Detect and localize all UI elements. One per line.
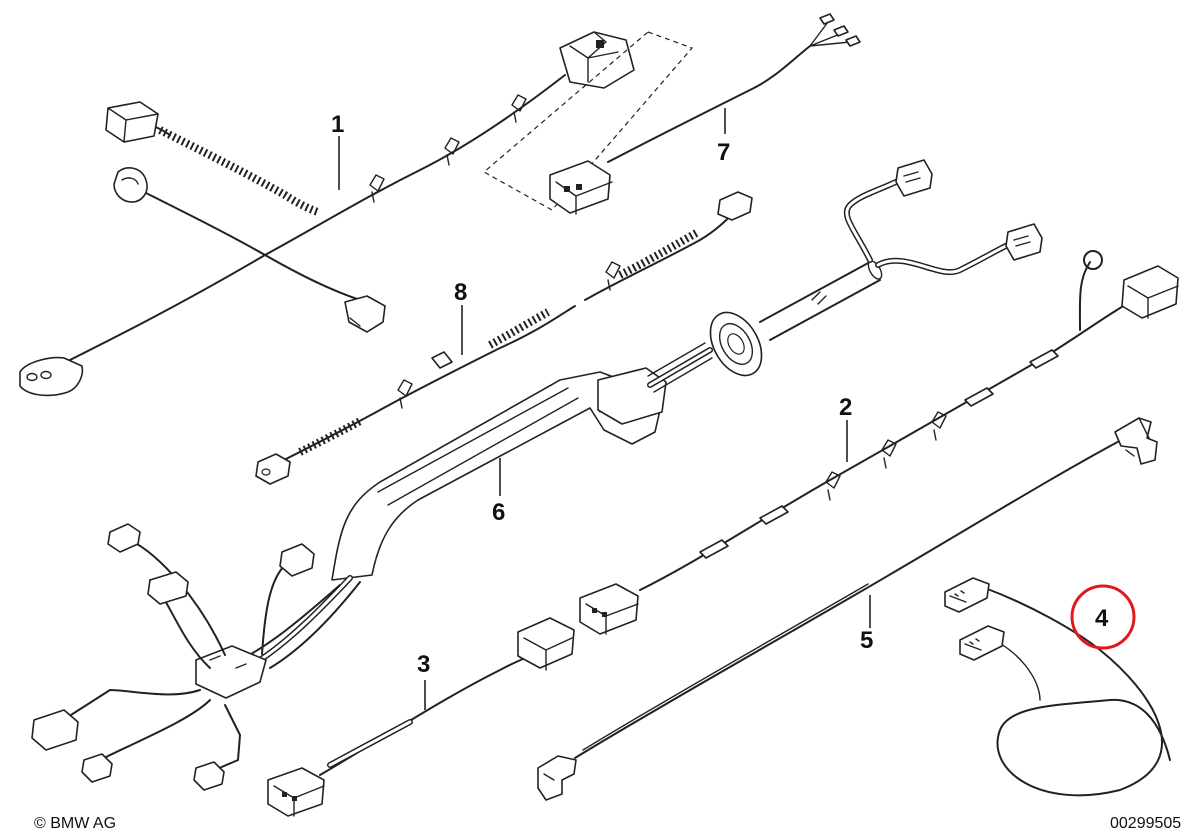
part-3-wiring-lead: 3 bbox=[267, 617, 575, 817]
part-2-wiring-lead: 2 bbox=[579, 250, 1179, 635]
part-6-main-harness: 6 bbox=[31, 159, 1043, 791]
part-4-looped-lead: 4 bbox=[944, 577, 1171, 797]
highlight-circle bbox=[1070, 584, 1136, 650]
callout-3: 3 bbox=[417, 651, 430, 678]
callout-8: 8 bbox=[454, 279, 467, 306]
callout-4: 4 bbox=[1095, 605, 1109, 632]
diagram-number: 00299505 bbox=[1110, 815, 1181, 832]
callout-6: 6 bbox=[492, 499, 505, 526]
part-1-wiring-harness: 1 bbox=[19, 31, 635, 397]
callout-7: 7 bbox=[717, 139, 730, 166]
copyright-text: © BMW AG bbox=[34, 815, 116, 832]
callout-1: 1 bbox=[331, 111, 344, 138]
part-8-wiring-lead: 8 bbox=[255, 191, 753, 485]
callout-5: 5 bbox=[860, 627, 873, 654]
callout-2: 2 bbox=[839, 394, 852, 421]
part-5-wiring-lead: 5 bbox=[537, 417, 1158, 801]
part-7-adapter-lead: 7 bbox=[482, 13, 861, 215]
